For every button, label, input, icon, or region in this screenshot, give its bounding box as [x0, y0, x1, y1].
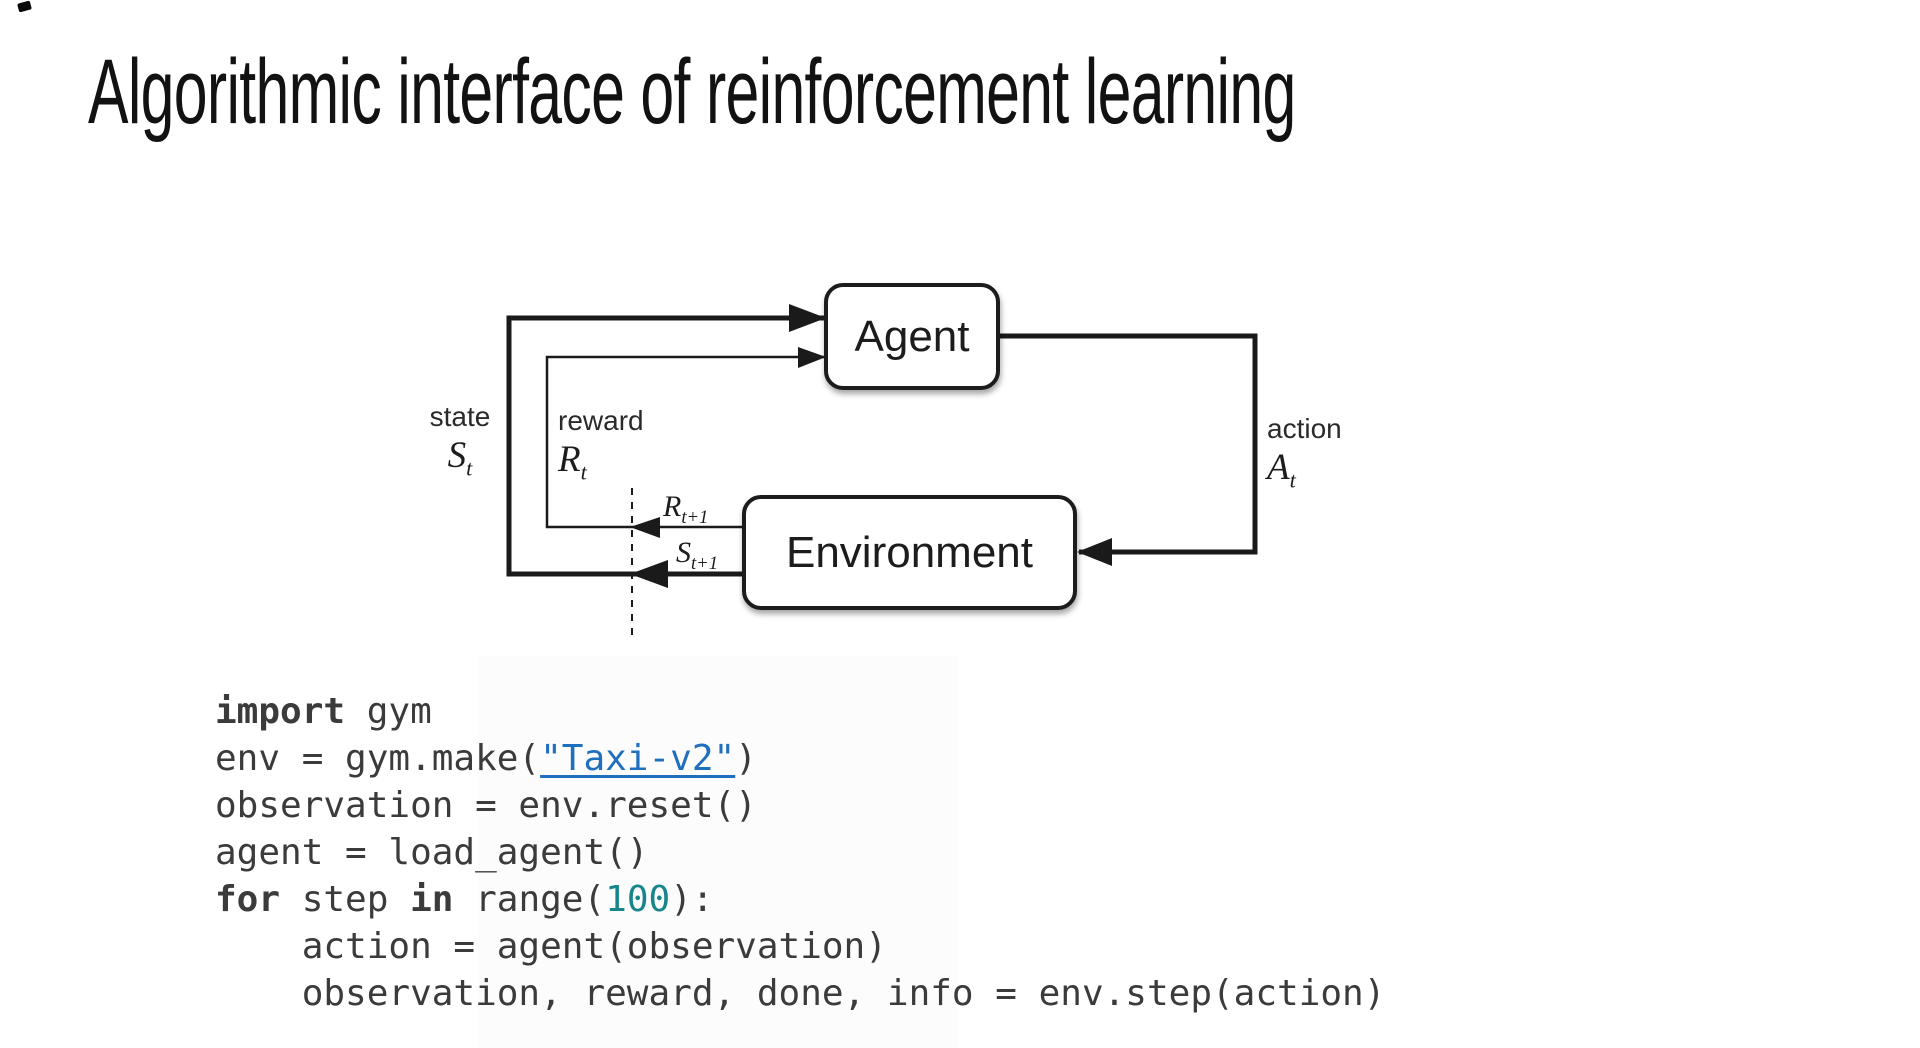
code-token: for: [215, 879, 281, 920]
next-state-arrowhead: [630, 560, 668, 588]
code-token: 100: [605, 879, 671, 920]
code-token: observation, reward, done, info = env.st…: [215, 973, 1386, 1014]
state-arrowhead-into-agent: [789, 304, 826, 332]
code-token: agent = load_agent(): [215, 832, 649, 873]
state-symbol: St: [447, 435, 473, 481]
agent-node-label: Agent: [854, 311, 970, 361]
code-line: for step in range(100):: [215, 876, 1385, 923]
reward-label-group: reward Rt: [558, 406, 644, 492]
code-line: action = agent(observation): [215, 923, 1385, 970]
action-label-group: action At: [1267, 414, 1342, 500]
reward-arrowhead-into-agent: [798, 347, 826, 368]
next-state-symbol: St+1: [676, 536, 719, 575]
code-line: env = gym.make("Taxi-v2"): [215, 735, 1385, 782]
action-line: [998, 333, 1258, 555]
state-loop-line: [506, 315, 824, 577]
reward-symbol: Rt: [558, 439, 587, 485]
screen-smudge-artifact: [17, 0, 32, 13]
code-line: import gym: [215, 688, 1385, 735]
code-line: agent = load_agent(): [215, 829, 1385, 876]
reward-label: reward: [558, 405, 644, 436]
code-token: env = gym.make(: [215, 738, 541, 779]
rl-loop-diagram: [506, 283, 1258, 638]
code-token: observation = env.reset(): [215, 785, 757, 826]
environment-node-label: Environment: [785, 527, 1033, 577]
code-token: ): [735, 738, 757, 779]
state-label: state: [429, 401, 491, 432]
state-label-group: state St: [404, 402, 516, 488]
code-token: range(: [453, 879, 606, 920]
pasted-image-background-artifact: [478, 656, 958, 1048]
next-reward-symbol: Rt+1: [663, 490, 709, 529]
action-symbol: At: [1267, 447, 1296, 493]
code-line: observation = env.reset(): [215, 782, 1385, 829]
code-token: action = agent(observation): [215, 926, 887, 967]
code-token: gym: [345, 691, 432, 732]
code-token: in: [410, 879, 454, 920]
environment-box: [742, 495, 1077, 610]
agent-box: [824, 283, 1000, 390]
code-line: observation, reward, done, info = env.st…: [215, 970, 1386, 1017]
code-token: step: [280, 879, 411, 920]
page-title: Algorithmic interface of reinforcement l…: [88, 41, 1296, 143]
code-token: ):: [670, 879, 714, 920]
taxi-v2-link[interactable]: "Taxi-v2": [540, 738, 736, 779]
action-arrowhead-into-environment: [1077, 538, 1112, 566]
action-label: action: [1267, 413, 1342, 444]
next-reward-arrowhead: [630, 517, 660, 538]
code-token: import: [215, 691, 346, 732]
